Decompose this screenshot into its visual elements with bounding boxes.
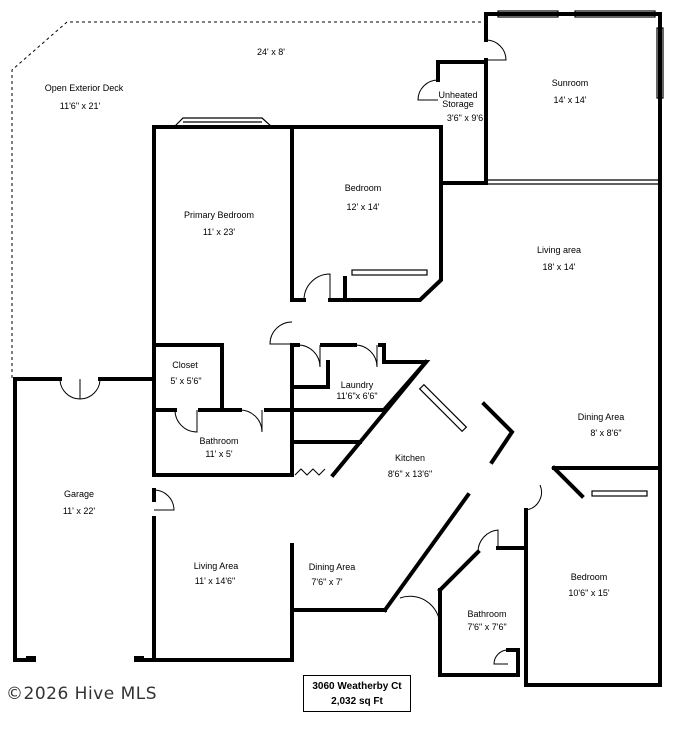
room-dims-primary-bedroom: 11' x 23' — [203, 227, 236, 237]
room-dims-storage: 3'6" x 9'6 — [447, 113, 483, 123]
room-name-living-area-1: Living area — [537, 245, 581, 255]
room-name-dining-area-2: Dining Area — [309, 562, 356, 572]
copyright-watermark: ©2026 Hive MLS — [6, 684, 158, 704]
room-name-bathroom-1: Bathroom — [199, 436, 238, 446]
room-dims-closet: 5' x 5'6" — [170, 376, 201, 386]
room-name-bedroom-2: Bedroom — [571, 572, 608, 582]
room-dims-dining-area-2: 7'6" x 7' — [311, 577, 342, 587]
deck-outline — [11, 14, 487, 378]
room-name-kitchen: Kitchen — [395, 453, 425, 463]
room-name-deck: Open Exterior Deck — [45, 83, 124, 93]
room-dims-bathroom-1: 11' x 5' — [205, 449, 233, 459]
room-name-garage: Garage — [64, 489, 94, 499]
room-dims-living-area-2: 11' x 14'6" — [195, 576, 236, 586]
room-name-closet: Closet — [172, 360, 198, 370]
room-dims-deck: 11'6" x 21' — [60, 101, 101, 111]
room-dims-bedroom-2: 10'6" x 15' — [568, 588, 609, 598]
square-footage: 2,032 sq Ft — [331, 696, 383, 707]
room-name-primary-bedroom: Primary Bedroom — [184, 210, 254, 220]
room-dims-sunroom: 14' x 14' — [554, 95, 587, 105]
address-box: 3060 Weatherby Ct 2,032 sq Ft — [303, 675, 411, 712]
room-name-bedroom-1: Bedroom — [345, 183, 382, 193]
room-dims-kitchen: 8'6" x 13'6" — [388, 469, 432, 479]
room-dims-bedroom-1: 12' x 14' — [347, 202, 380, 212]
address-line: 3060 Weatherby Ct — [312, 681, 402, 692]
room-dims-living-area-1: 18' x 14' — [543, 262, 576, 272]
room-name-sunroom: Sunroom — [552, 78, 589, 88]
room-dims-garage: 11' x 22' — [63, 506, 96, 516]
room-dims-dining-area-1: 8' x 8'6" — [590, 428, 621, 438]
room-dims-laundry: 11'6"x 6'6" — [336, 391, 377, 401]
room-labels: Open Exterior Deck 11'6" x 21' 24' x 8' … — [45, 47, 625, 632]
room-name-storage-2: Storage — [442, 99, 474, 109]
room-name-dining-area-1: Dining Area — [578, 412, 625, 422]
room-name-storage-1: Unheated — [438, 90, 477, 100]
door-swings — [59, 39, 542, 665]
garage-door — [26, 656, 144, 662]
room-dims-deck-top: 24' x 8' — [257, 47, 285, 57]
windows — [172, 10, 664, 497]
room-name-bathroom-2: Bathroom — [467, 609, 506, 619]
walls — [13, 12, 662, 687]
room-name-living-area-2: Living Area — [194, 561, 239, 571]
room-dims-bathroom-2: 7'6" x 7'6" — [467, 622, 506, 632]
room-name-laundry: Laundry — [341, 380, 374, 390]
